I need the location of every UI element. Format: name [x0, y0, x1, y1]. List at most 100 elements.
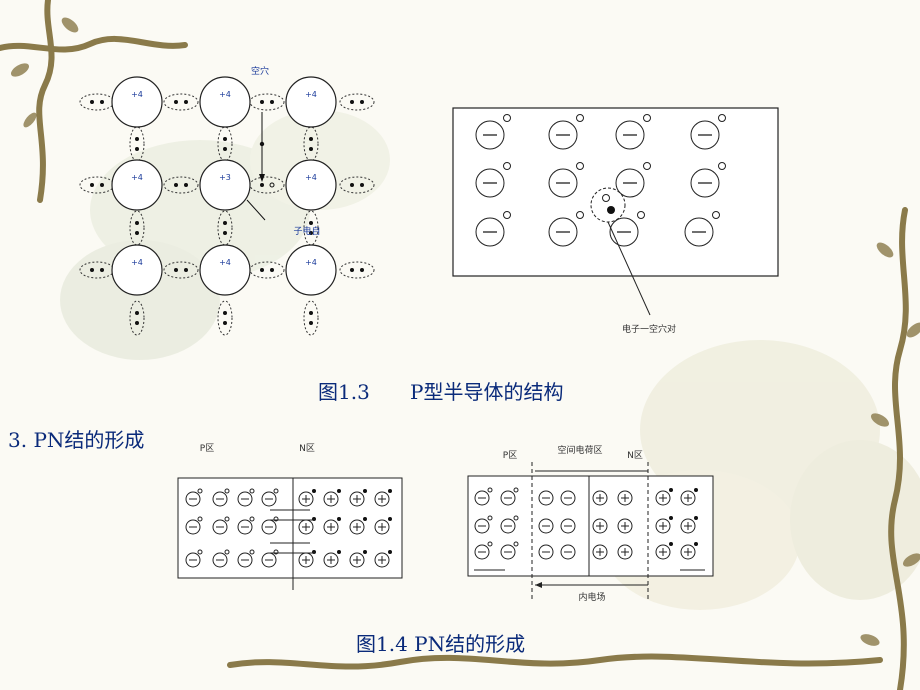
- bond-electron: [270, 100, 274, 104]
- hole-circle: [503, 114, 511, 122]
- bond-electron: [174, 183, 178, 187]
- bond-electron: [223, 221, 227, 225]
- hole-circle: [249, 516, 255, 522]
- bond-electron: [184, 183, 188, 187]
- bond-electron: [260, 268, 264, 272]
- bond-electron: [223, 311, 227, 315]
- bond-ellipse: [339, 176, 375, 194]
- bond-ellipse: [339, 261, 375, 279]
- hole-circle: [224, 488, 230, 494]
- bond-electron: [223, 137, 227, 141]
- bond-ellipse: [303, 210, 319, 246]
- vine-right: [227, 207, 909, 690]
- atom: [111, 159, 163, 211]
- bond-ellipse: [249, 93, 285, 111]
- electron-label: 子电自: [293, 225, 320, 237]
- bond-electron: [90, 100, 94, 104]
- bond-electron: [100, 100, 104, 104]
- bond-ellipse: [129, 210, 145, 246]
- section-heading: 3. PN结的形成: [8, 428, 145, 452]
- crystal-box: [452, 107, 779, 277]
- bond-electron: [309, 137, 313, 141]
- bond-ellipse: [217, 300, 233, 336]
- hole-circle: [718, 162, 726, 170]
- free-electron: [694, 542, 698, 546]
- bond-ellipse: [129, 126, 145, 162]
- free-electron: [363, 550, 367, 554]
- free-electron: [388, 489, 392, 493]
- hole-circle: [576, 162, 584, 170]
- p-region-label: P区: [503, 450, 517, 461]
- free-electron: [694, 488, 698, 492]
- bond-electron: [135, 137, 139, 141]
- hole-circle: [197, 549, 203, 555]
- hole-circle: [513, 515, 519, 521]
- moving-electron: [259, 141, 265, 147]
- pointer-line: [246, 199, 266, 221]
- pair-pointer-line: [607, 221, 651, 316]
- atom-charge-label: +4: [305, 258, 317, 267]
- atom: [285, 76, 337, 128]
- pair-hole: [602, 194, 610, 202]
- bond-electron: [223, 147, 227, 151]
- atom-charge-label: +4: [131, 90, 143, 99]
- hole-circle: [197, 516, 203, 522]
- inner-field-label: 内电场: [578, 591, 605, 603]
- atom-charge-label: +4: [305, 173, 317, 182]
- arrow-head: [259, 174, 265, 182]
- atom-charge-label: +4: [219, 258, 231, 267]
- atom-charge-label: +4: [219, 90, 231, 99]
- atom-charge-label: +4: [305, 90, 317, 99]
- atom: [199, 76, 251, 128]
- bond-electron: [184, 100, 188, 104]
- free-electron: [388, 517, 392, 521]
- n-region-label: N区: [299, 443, 315, 454]
- hole-circle: [487, 541, 493, 547]
- hole-circle: [273, 488, 279, 494]
- bond-ellipse: [163, 93, 199, 111]
- hole-circle: [249, 488, 255, 494]
- hole-circle: [224, 516, 230, 522]
- free-electron: [363, 489, 367, 493]
- electron-hole-pair-diagram: 电子一空穴对: [452, 107, 779, 335]
- hole-circle: [503, 162, 511, 170]
- bond-electron: [135, 221, 139, 225]
- hole-circle: [503, 211, 511, 219]
- bond-ellipse: [249, 176, 285, 194]
- hole-circle: [513, 487, 519, 493]
- arrow-head: [535, 582, 542, 588]
- hole-circle: [249, 549, 255, 555]
- hole-circle: [718, 114, 726, 122]
- atom: [111, 76, 163, 128]
- atom: [199, 159, 251, 211]
- bond-ellipse: [163, 261, 199, 279]
- bond-electron: [360, 100, 364, 104]
- bond-electron: [309, 147, 313, 151]
- hole-circle: [224, 549, 230, 555]
- free-electron: [669, 542, 673, 546]
- free-electron: [363, 517, 367, 521]
- hole-label: 空穴: [251, 65, 269, 77]
- free-electron: [388, 550, 392, 554]
- bond-ellipse: [79, 176, 115, 194]
- fig13-caption-number: 图1.3: [318, 380, 370, 404]
- bond-electron: [135, 311, 139, 315]
- bond-ellipse: [163, 176, 199, 194]
- atom: [199, 244, 251, 296]
- hole-circle: [637, 211, 645, 219]
- bond-electron: [309, 231, 313, 235]
- fig13-caption-text: P型半导体的结构: [410, 380, 564, 404]
- atom-charge-label: +4: [131, 258, 143, 267]
- hole-circle: [487, 515, 493, 521]
- free-electron: [694, 516, 698, 520]
- atom-charge-label: +3: [219, 173, 231, 182]
- bond-electron: [360, 268, 364, 272]
- bond-ellipse: [79, 93, 115, 111]
- free-electron: [337, 489, 341, 493]
- free-electron: [669, 488, 673, 492]
- bond-electron: [260, 183, 264, 187]
- hole-circle: [643, 162, 651, 170]
- free-electron: [337, 550, 341, 554]
- free-electron: [312, 489, 316, 493]
